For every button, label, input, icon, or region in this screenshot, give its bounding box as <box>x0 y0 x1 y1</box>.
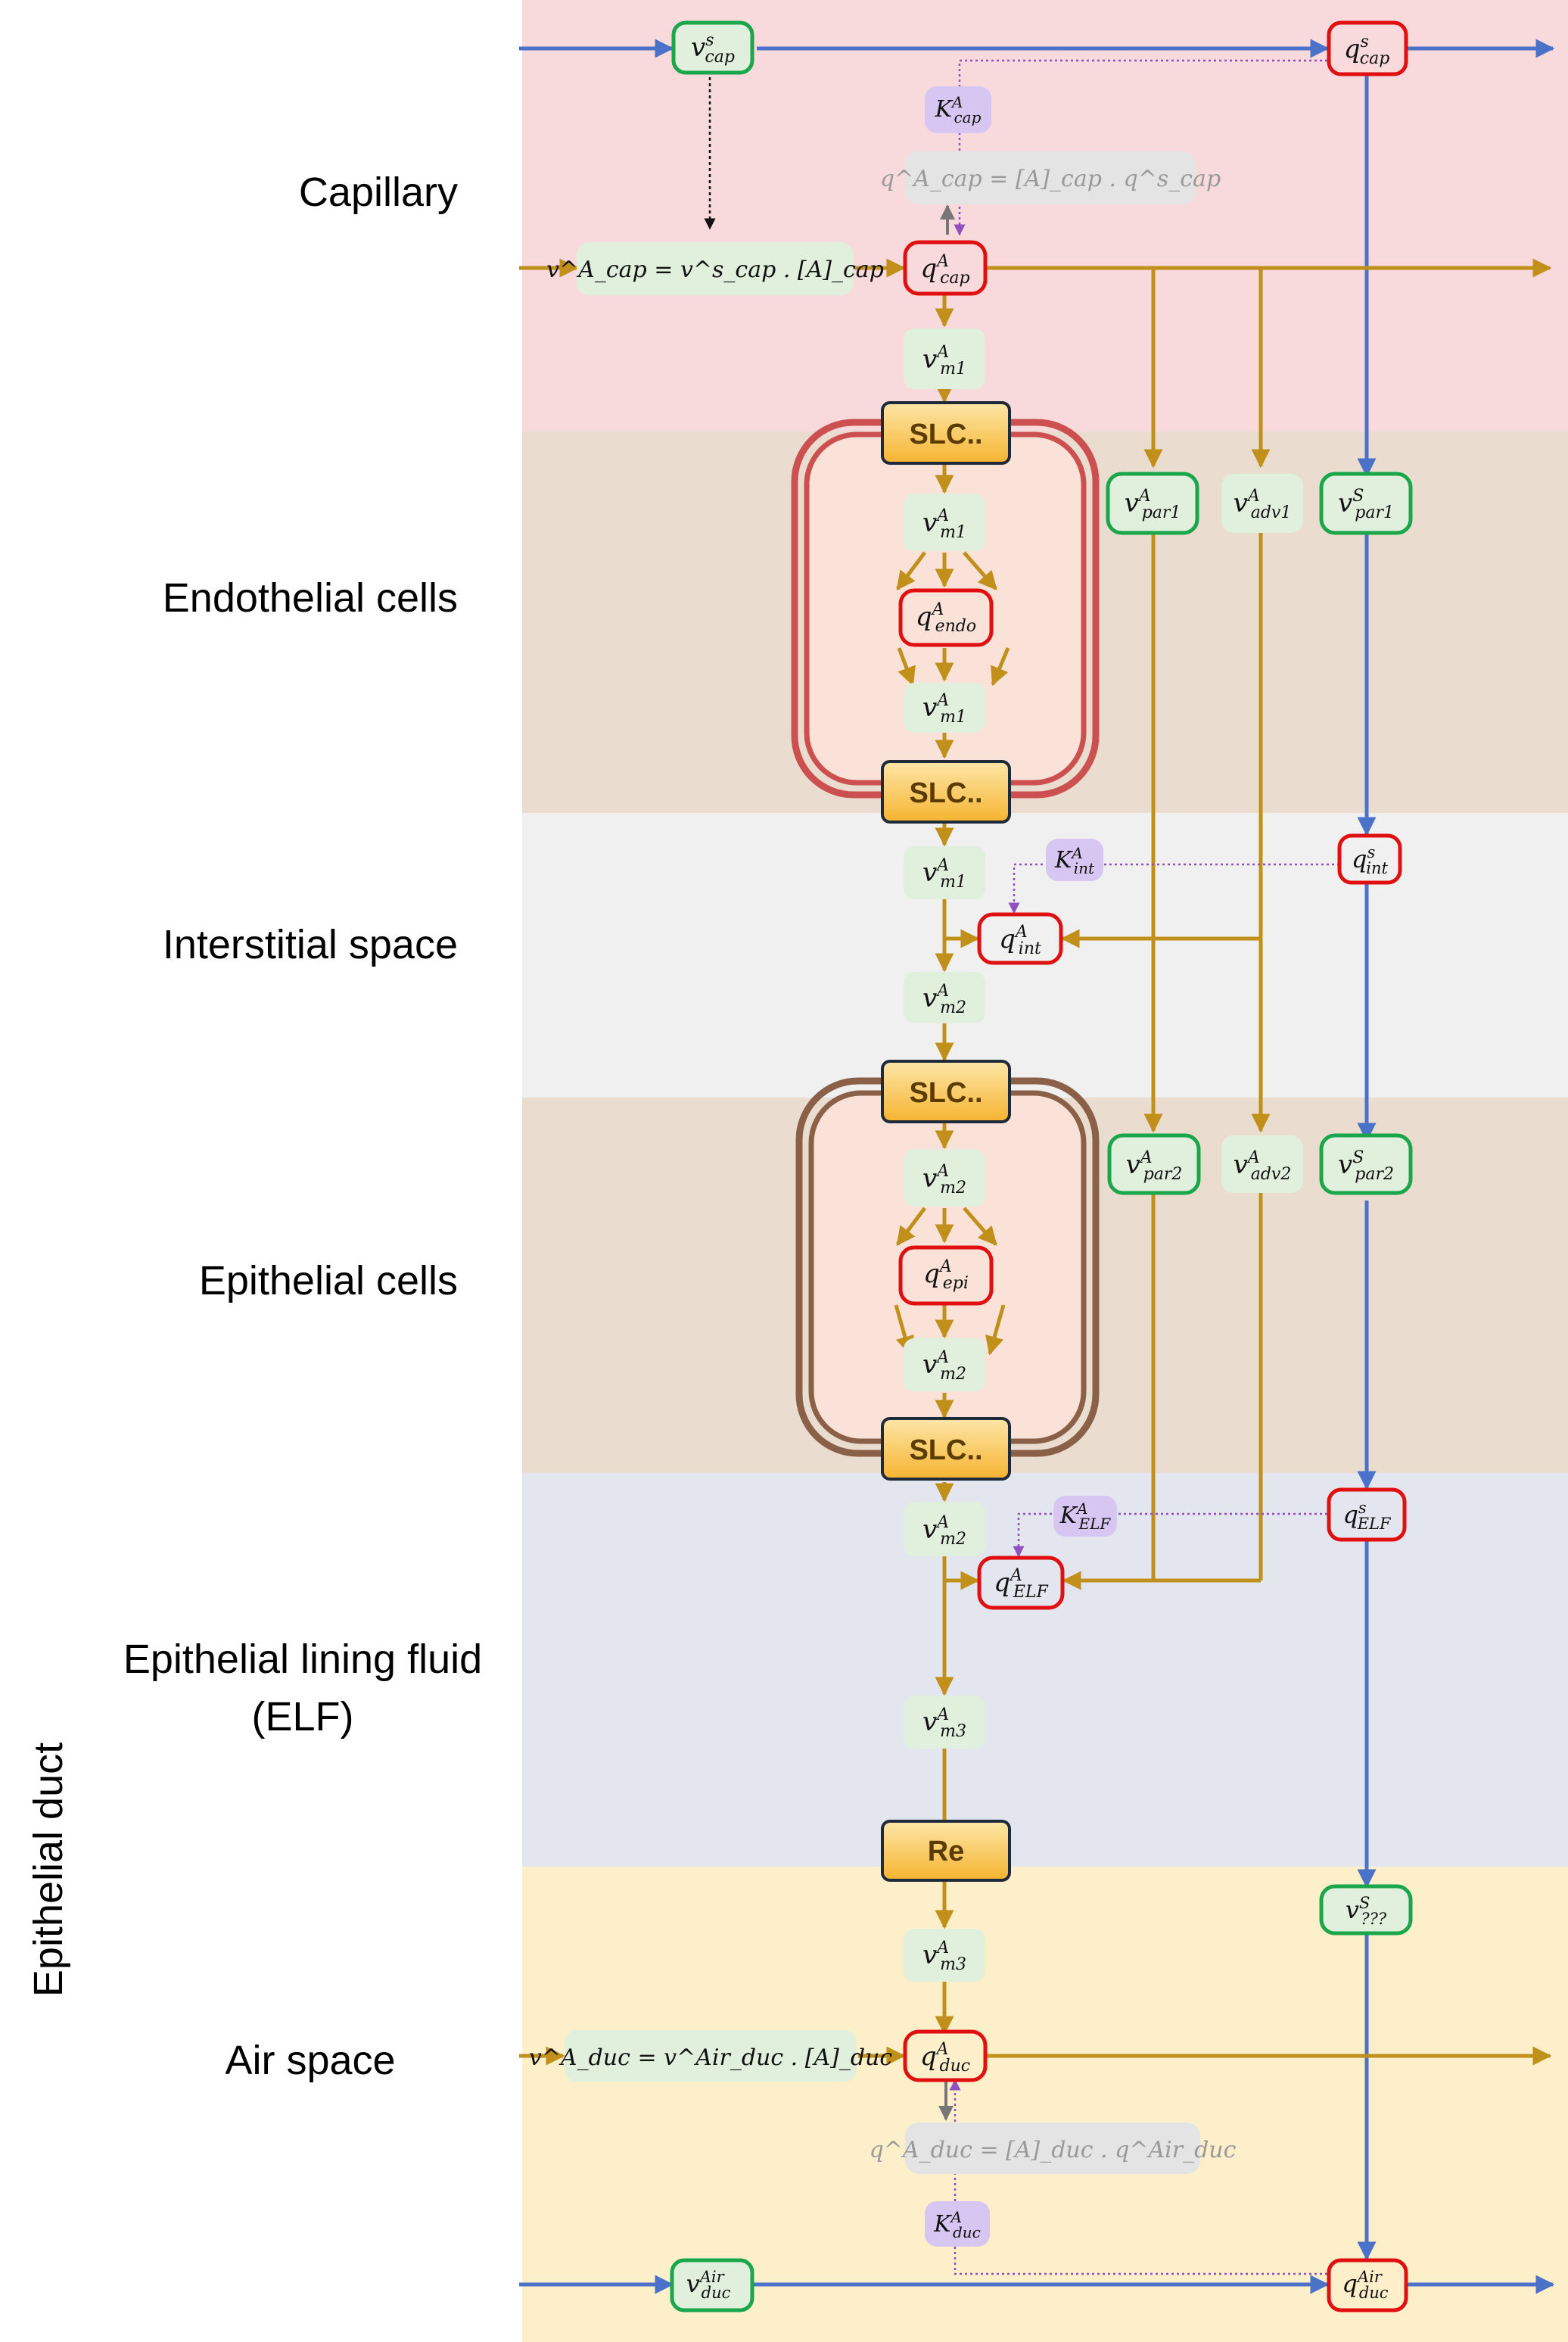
q-duc-formula-box <box>905 2122 1200 2174</box>
v-m1-box-2 <box>904 494 985 551</box>
elf-band <box>522 1473 1568 1867</box>
q-elf-s-box <box>1327 1487 1407 1542</box>
slc-transporter-2: SLC.. <box>881 760 1011 824</box>
slc-label-1: SLC.. <box>909 419 982 450</box>
interstitial-label: Interstitial space <box>163 922 458 967</box>
v-unknown-s-text: vS??? <box>1346 1894 1387 1928</box>
gold-flows <box>519 258 1552 2066</box>
v-cap-formula-text: v^A_cap = v^s_cap . [A]_cap <box>546 257 884 283</box>
dotted-links <box>704 59 1339 2275</box>
slc-label-4: SLC.. <box>909 1434 982 1466</box>
v-duc-formula-box <box>565 2030 857 2082</box>
q-cap-formula-text: q^A_cap = [A]_cap . q^s_cap <box>880 166 1221 192</box>
q-duc-formula-text: q^A_duc = [A]_duc . q^Air_duc <box>870 2137 1237 2163</box>
elf-label-line1: Epithelial lining fluid <box>123 1637 482 1682</box>
duct-label: Epithelial duct <box>26 1742 71 1997</box>
v-m1-box-1 <box>904 329 985 389</box>
v-m3-box-1 <box>904 1696 985 1749</box>
k-cap-box <box>925 86 991 133</box>
q-endo-box <box>898 588 994 647</box>
slc-transporter-4: SLC.. <box>881 1417 1011 1481</box>
air-space-label: Air space <box>225 2038 395 2083</box>
v-m2-box-4 <box>904 1502 985 1556</box>
q-epi-box <box>898 1245 994 1306</box>
q-cap-formula-box <box>905 151 1196 204</box>
v-cap-formula-box <box>577 242 854 295</box>
blue-flows <box>519 39 1555 2294</box>
v-par2-s-box <box>1319 1133 1413 1195</box>
re-label: Re <box>928 1836 965 1867</box>
slc-transporter-3: SLC.. <box>881 1060 1011 1123</box>
v-unknown-s-box <box>1319 1884 1413 1936</box>
q-int-a-box <box>977 912 1063 965</box>
slc-label-3: SLC.. <box>909 1077 982 1109</box>
slc-transporter-1: SLC.. <box>881 401 1011 465</box>
q-int-s-box <box>1337 833 1402 885</box>
elf-label-line2: (ELF) <box>252 1694 354 1739</box>
slc-label-2: SLC.. <box>909 777 982 809</box>
k-elf-box <box>1053 1496 1117 1537</box>
epithelial-label: Epithelial cells <box>199 1258 458 1303</box>
v-adv1-box <box>1221 474 1303 533</box>
v-duc-air-box <box>670 2258 754 2312</box>
v-m1-box-4 <box>904 846 985 899</box>
v-duc-formula-text: v^A_duc = v^Air_duc . [A]_duc <box>529 2045 893 2071</box>
k-int-box <box>1046 839 1103 881</box>
v-par1-s-box <box>1319 472 1413 535</box>
re-transporter: Re <box>881 1820 1011 1882</box>
v-par2-a-box <box>1107 1133 1201 1195</box>
q-elf-a-box <box>977 1556 1065 1610</box>
v-m2-box-3 <box>904 1338 985 1391</box>
k-duc-box <box>925 2201 990 2247</box>
v-m2-box-1 <box>904 972 985 1023</box>
q-duc-air-box <box>1327 2258 1408 2312</box>
q-duc-a-box <box>903 2029 988 2082</box>
v-m1-box-3 <box>904 683 985 733</box>
v-m3-box-2 <box>904 1929 985 1982</box>
endothelial-label: Endothelial cells <box>163 575 458 621</box>
q-cap-s-box <box>1327 20 1408 76</box>
v-adv2-box <box>1221 1135 1303 1193</box>
q-cap-a-box <box>903 240 988 296</box>
v-cap-s-box <box>671 20 754 75</box>
v-m2-box-2 <box>904 1149 985 1207</box>
node-boxes <box>565 20 1413 2312</box>
v-par1-a-box <box>1106 472 1199 535</box>
capillary-label: Capillary <box>299 170 458 215</box>
